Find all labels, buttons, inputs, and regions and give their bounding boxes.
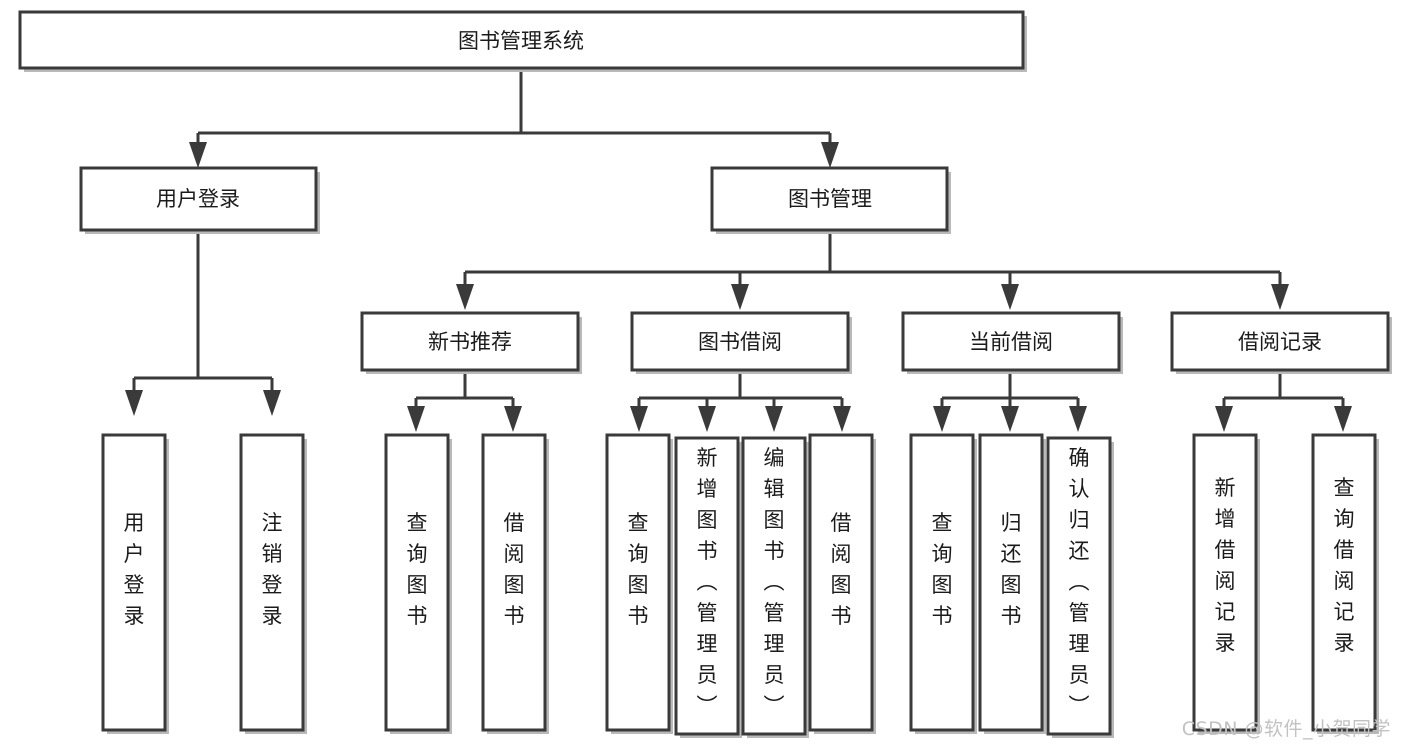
leaf-borrow-book-1-label: 借阅图书 [504,511,525,628]
leaf-return-book-box [978,433,1044,732]
book-borrow-label: 图书借阅 [698,330,782,354]
node-leaf-confirm-return[interactable]: 确认归还︵管理员︶ [1046,436,1114,738]
borrow-record-box [1170,311,1390,372]
arrow-to-leaf-edit-book [765,406,783,432]
arrow-to-current-borrow [1001,284,1019,310]
edge-layer [125,70,1352,432]
new-book-recommend-label: 新书推荐 [428,330,512,354]
leaf-query-book-3-box [909,433,975,732]
arrow-to-leaf-add-book [698,406,716,432]
node-leaf-add-record[interactable]: 新增借阅记录 [1192,433,1260,734]
arrow-to-leaf-query-book-1 [407,406,425,432]
arrow-to-user-login [189,142,207,168]
leaf-query-book-2-box [605,433,671,732]
arrow-to-leaf-confirm-return [1069,406,1087,432]
arrow-to-leaf-user-login [125,390,143,416]
node-current-borrow[interactable]: 当前借阅 [901,311,1123,374]
node-leaf-user-login[interactable]: 用户登录 [101,433,169,734]
node-book-management[interactable]: 图书管理 [710,166,951,234]
current-borrow-box [901,311,1121,372]
node-leaf-query-record[interactable]: 查询借阅记录 [1311,433,1379,734]
leaf-user-login-box [101,433,167,732]
user-login-box [79,166,318,232]
arrow-to-leaf-borrow-book-1 [504,406,522,432]
arrow-to-new-book-recommend [456,284,474,310]
arrow-to-leaf-add-record [1215,406,1233,432]
node-leaf-return-book[interactable]: 归还图书 [978,433,1046,734]
leaf-user-login-label: 用户登录 [124,511,145,628]
arrow-to-leaf-query-book-3 [933,406,951,432]
arrow-to-leaf-query-record [1334,406,1352,432]
node-leaf-query-book-3[interactable]: 查询图书 [909,433,977,734]
leaf-edit-book-label: 编辑图书︵管理员︶ [764,446,785,718]
new-book-recommend-box [360,311,580,372]
book-management-box [710,166,949,232]
leaf-borrow-book-1-box [481,433,547,732]
node-leaf-edit-book[interactable]: 编辑图书︵管理员︶ [741,436,809,738]
arrow-to-leaf-return-book [1001,406,1019,432]
node-leaf-borrow-book-2[interactable]: 借阅图书 [808,433,876,734]
leaf-add-record-label: 新增借阅记录 [1215,476,1236,655]
root-label: 图书管理系统 [458,29,584,53]
node-book-borrow[interactable]: 图书借阅 [630,311,852,374]
node-leaf-borrow-book-1[interactable]: 借阅图书 [481,433,549,734]
watermark-text: CSDN @软件_小贺同学 [1181,718,1391,740]
leaf-user-logout-label: 注销登录 [262,511,283,628]
leaf-query-record-box [1311,433,1377,732]
leaf-confirm-return-label: 确认归还︵管理员︶ [1069,446,1090,718]
borrow-record-label: 借阅记录 [1238,330,1322,354]
arrow-to-book-management [821,142,839,168]
node-new-book-recommend[interactable]: 新书推荐 [360,311,582,374]
leaf-add-book-box [674,436,740,736]
arrow-to-borrow-record [1271,284,1289,310]
node-leaf-add-book[interactable]: 新增图书︵管理员︶ [674,436,742,738]
node-leaf-query-book-1[interactable]: 查询图书 [384,433,452,734]
user-login-label: 用户登录 [156,187,240,211]
book-management-label: 图书管理 [788,187,872,211]
leaf-add-book-label: 新增图书︵管理员︶ [697,446,718,718]
leaf-query-record-label: 查询借阅记录 [1334,476,1355,655]
node-user-login[interactable]: 用户登录 [79,166,320,234]
node-borrow-record[interactable]: 借阅记录 [1170,311,1392,374]
book-borrow-box [630,311,850,372]
leaf-return-book-label: 归还图书 [1001,511,1022,628]
leaf-query-book-1-label: 查询图书 [407,511,428,628]
arrow-to-leaf-user-logout [263,390,281,416]
leaf-borrow-book-2-box [808,433,874,732]
arrow-to-leaf-query-book-2 [630,406,648,432]
leaf-borrow-book-2-label: 借阅图书 [831,511,852,628]
node-leaf-user-logout[interactable]: 注销登录 [239,433,307,734]
current-borrow-label: 当前借阅 [969,330,1053,354]
node-leaf-query-book-2[interactable]: 查询图书 [605,433,673,734]
leaf-add-record-box [1192,433,1258,732]
leaf-query-book-2-label: 查询图书 [628,511,649,628]
leaf-confirm-return-box [1046,436,1112,736]
arrow-to-book-borrow [731,284,749,310]
leaf-edit-book-box [741,436,807,736]
root-box [18,10,1025,70]
leaf-query-book-3-label: 查询图书 [932,511,953,628]
leaf-query-book-1-box [384,433,450,732]
leaf-user-logout-box [239,433,305,732]
arrow-to-leaf-borrow-book-2 [833,406,851,432]
node-root[interactable]: 图书管理系统 [18,10,1027,72]
